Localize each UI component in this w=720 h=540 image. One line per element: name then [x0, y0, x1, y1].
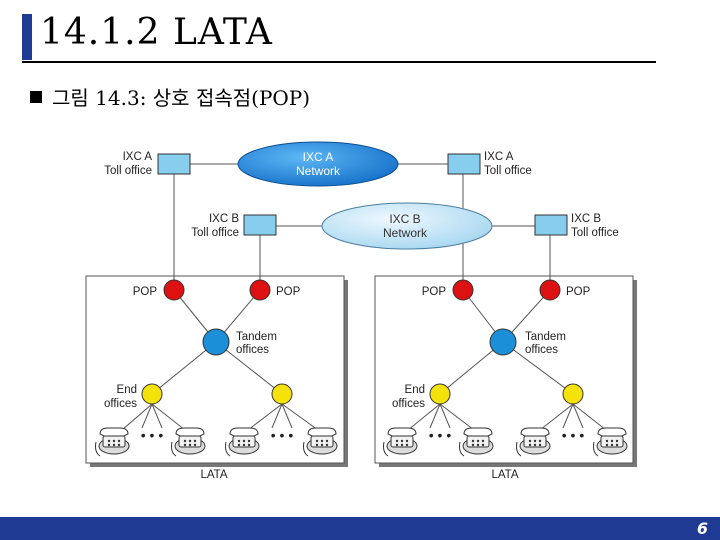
tandem-label-right-1: Tandem [525, 331, 566, 343]
ixc-a-toll-office-left [157, 153, 191, 175]
end-office-drops-left-2 [247, 403, 319, 431]
ixc-a-toll-left-label-2: Toll office [104, 165, 152, 177]
ellipsis-right-2: • • • [562, 427, 585, 443]
ixc-b-toll-left-label-1: IXC B [209, 213, 239, 225]
end-office-drops-right-1 [407, 403, 475, 431]
subtitle-row: 그림 14.3: 상호 접속점(POP) [30, 82, 310, 111]
end-label-right-2: offices [392, 398, 425, 410]
ixc-b-toll-left-label-2: Toll office [191, 227, 239, 239]
pop-label-right-1: POP [422, 286, 447, 298]
ixc-b-network-cloud [321, 202, 493, 250]
ixc-a-toll-left-label-1: IXC A [123, 151, 153, 163]
ixc-b-toll-right-label-2: Toll office [571, 227, 619, 239]
lata-label-left: LATA [200, 469, 227, 481]
ixc-a-toll-office-right [447, 153, 481, 175]
footer-bar: 6 [0, 517, 720, 540]
end-office-drops-left-1 [121, 403, 186, 431]
ixc-b-toll-right-label-1: IXC B [571, 213, 601, 225]
link-tandem-end-3 [439, 341, 504, 395]
lata-label-right: LATA [491, 469, 518, 481]
tandem-office-right [489, 328, 517, 356]
pop-node-left-1 [163, 279, 185, 301]
tandem-label-left-1: Tandem [236, 331, 277, 343]
end-office-right-2 [562, 383, 584, 405]
tandem-label-right-2: offices [525, 344, 558, 356]
end-office-left-2 [271, 383, 293, 405]
pop-node-right-2 [539, 279, 561, 301]
title-underline [22, 61, 656, 63]
ixc-a-toll-right-label-2: Toll office [484, 165, 532, 177]
ellipsis-left-1: • • • [141, 427, 164, 443]
ellipsis-right-1: • • • [429, 427, 452, 443]
ixc-a-network-label-1: IXC A [303, 150, 334, 164]
link-tandem-end-2 [215, 341, 283, 395]
title-accent-bar [22, 14, 32, 60]
page-number: 6 [696, 519, 708, 538]
bullet-square-icon [30, 90, 42, 103]
pop-label-left-1: POP [133, 286, 158, 298]
end-label-left-2: offices [104, 398, 137, 410]
lata-right-box [374, 275, 634, 464]
tandem-office-left [202, 328, 230, 356]
tandem-label-left-2: offices [236, 344, 269, 356]
link-tandem-end-4 [502, 341, 574, 395]
end-office-drops-right-2 [539, 403, 607, 431]
pop-node-right-1 [452, 279, 474, 301]
ixc-a-toll-right-label-1: IXC A [484, 151, 514, 163]
page-title: 14.1.2 LATA [40, 12, 273, 53]
ixc-b-toll-office-right [534, 214, 568, 236]
end-office-left-1 [141, 383, 163, 405]
figure-caption: 그림 14.3: 상호 접속점(POP) [52, 86, 311, 110]
ixc-a-network-cloud [237, 141, 399, 187]
end-office-right-1 [429, 383, 451, 405]
ixc-b-network-label-2: Network [383, 226, 428, 240]
pop-node-left-2 [249, 279, 271, 301]
pop-label-right-2: POP [566, 286, 591, 298]
pop-label-left-2: POP [276, 286, 301, 298]
ixc-b-toll-office-left [243, 214, 277, 236]
ixc-b-network-label-1: IXC B [389, 212, 420, 226]
link-tandem-end-1 [151, 341, 217, 395]
end-label-left-1: End [117, 384, 137, 396]
end-label-right-1: End [405, 384, 425, 396]
ixc-a-network-label-2: Network [296, 164, 341, 178]
ellipsis-left-2: • • • [271, 427, 294, 443]
lata-left-box [85, 275, 345, 464]
